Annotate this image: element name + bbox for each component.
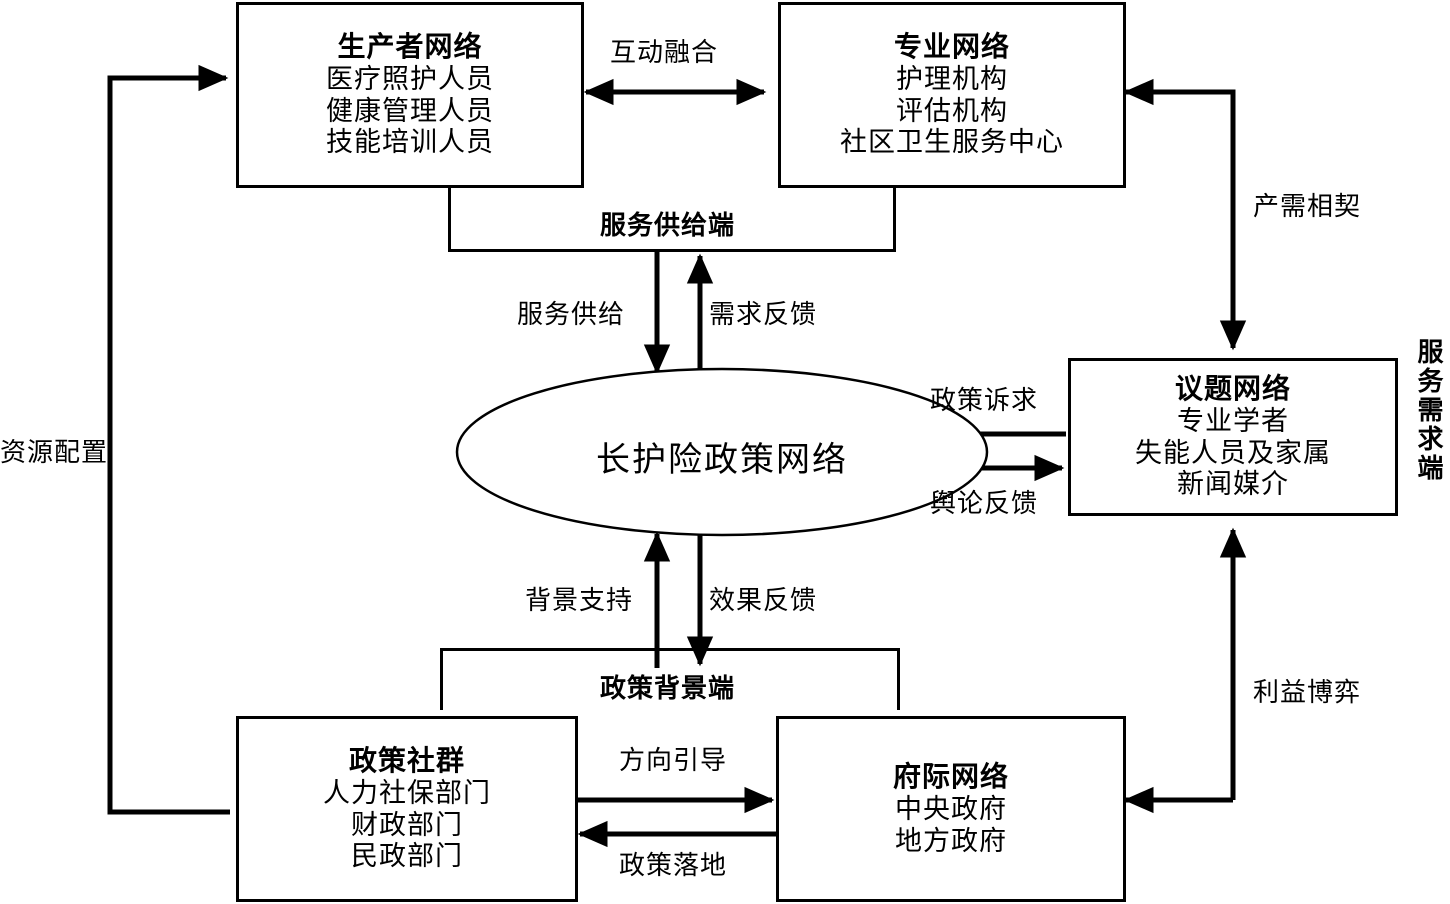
edge-supply-demand-match — [1123, 78, 1247, 351]
node-issue-network-line-2: 失能人员及家属 — [1135, 437, 1331, 468]
group-policy-background-side — [440, 648, 900, 710]
node-producer-network-line-2: 健康管理人员 — [326, 95, 494, 126]
node-issue-network-line-1: 专业学者 — [1177, 405, 1289, 436]
node-issue-network-title: 议题网络 — [1174, 373, 1291, 405]
edge-resource-allocation — [107, 64, 230, 815]
node-professional-network-title: 专业网络 — [893, 31, 1010, 63]
group-label-service-demand-side: 服务需求端 — [1414, 338, 1443, 483]
node-policy-community-line-1: 人力社保部门 — [323, 777, 491, 808]
edge-label-background-support: 背景支持 — [525, 586, 634, 615]
edge-label-effect-feedback: 效果反馈 — [709, 586, 818, 615]
center-node-ellipse — [455, 367, 989, 537]
node-producer-network[interactable]: 生产者网络 医疗照护人员 健康管理人员 技能培训人员 — [236, 2, 584, 188]
node-intergovernmental-network-line-1: 中央政府 — [895, 793, 1007, 824]
edge-label-supply-demand-match: 产需相契 — [1253, 192, 1362, 221]
node-intergovernmental-network-title: 府际网络 — [892, 761, 1009, 793]
group-service-supply-side — [448, 188, 896, 252]
node-professional-network[interactable]: 专业网络 护理机构 评估机构 社区卫生服务中心 — [778, 2, 1126, 188]
node-intergovernmental-network-line-2: 地方政府 — [895, 825, 1007, 856]
node-issue-network-line-3: 新闻媒介 — [1177, 469, 1289, 500]
node-policy-community-line-3: 民政部门 — [351, 841, 463, 872]
center-node-label: 长护险政策网络 — [596, 442, 848, 479]
node-policy-community[interactable]: 政策社群 人力社保部门 财政部门 民政部门 — [236, 716, 578, 902]
edge-label-policy-implementation: 政策落地 — [619, 851, 728, 880]
edge-label-demand-feedback: 需求反馈 — [709, 300, 818, 329]
node-producer-network-line-1: 医疗照护人员 — [326, 63, 494, 94]
edge-label-direction-guidance: 方向引导 — [619, 746, 728, 775]
edge-label-interest-game: 利益博弈 — [1253, 678, 1362, 707]
edge-label-policy-appeal: 政策诉求 — [930, 386, 1039, 415]
node-intergovernmental-network[interactable]: 府际网络 中央政府 地方政府 — [776, 716, 1126, 902]
node-policy-community-line-2: 财政部门 — [351, 809, 463, 840]
edge-label-public-opinion-feedback: 舆论反馈 — [930, 489, 1039, 518]
node-professional-network-line-2: 评估机构 — [896, 95, 1008, 126]
edge-interest-game — [1123, 527, 1247, 814]
edge-label-service-supply: 服务供给 — [517, 300, 626, 329]
group-label-policy-background-side: 政策背景端 — [596, 668, 740, 705]
group-label-service-supply-side: 服务供给端 — [596, 205, 740, 242]
node-issue-network[interactable]: 议题网络 专业学者 失能人员及家属 新闻媒介 — [1068, 358, 1398, 516]
node-professional-network-line-3: 社区卫生服务中心 — [840, 127, 1064, 158]
edge-label-interaction-fusion: 互动融合 — [610, 38, 719, 67]
node-producer-network-line-3: 技能培训人员 — [326, 127, 494, 158]
node-professional-network-line-1: 护理机构 — [896, 63, 1008, 94]
node-producer-network-title: 生产者网络 — [337, 31, 483, 63]
node-policy-community-title: 政策社群 — [348, 745, 465, 777]
edge-label-resource-allocation: 资源配置 — [0, 438, 109, 467]
